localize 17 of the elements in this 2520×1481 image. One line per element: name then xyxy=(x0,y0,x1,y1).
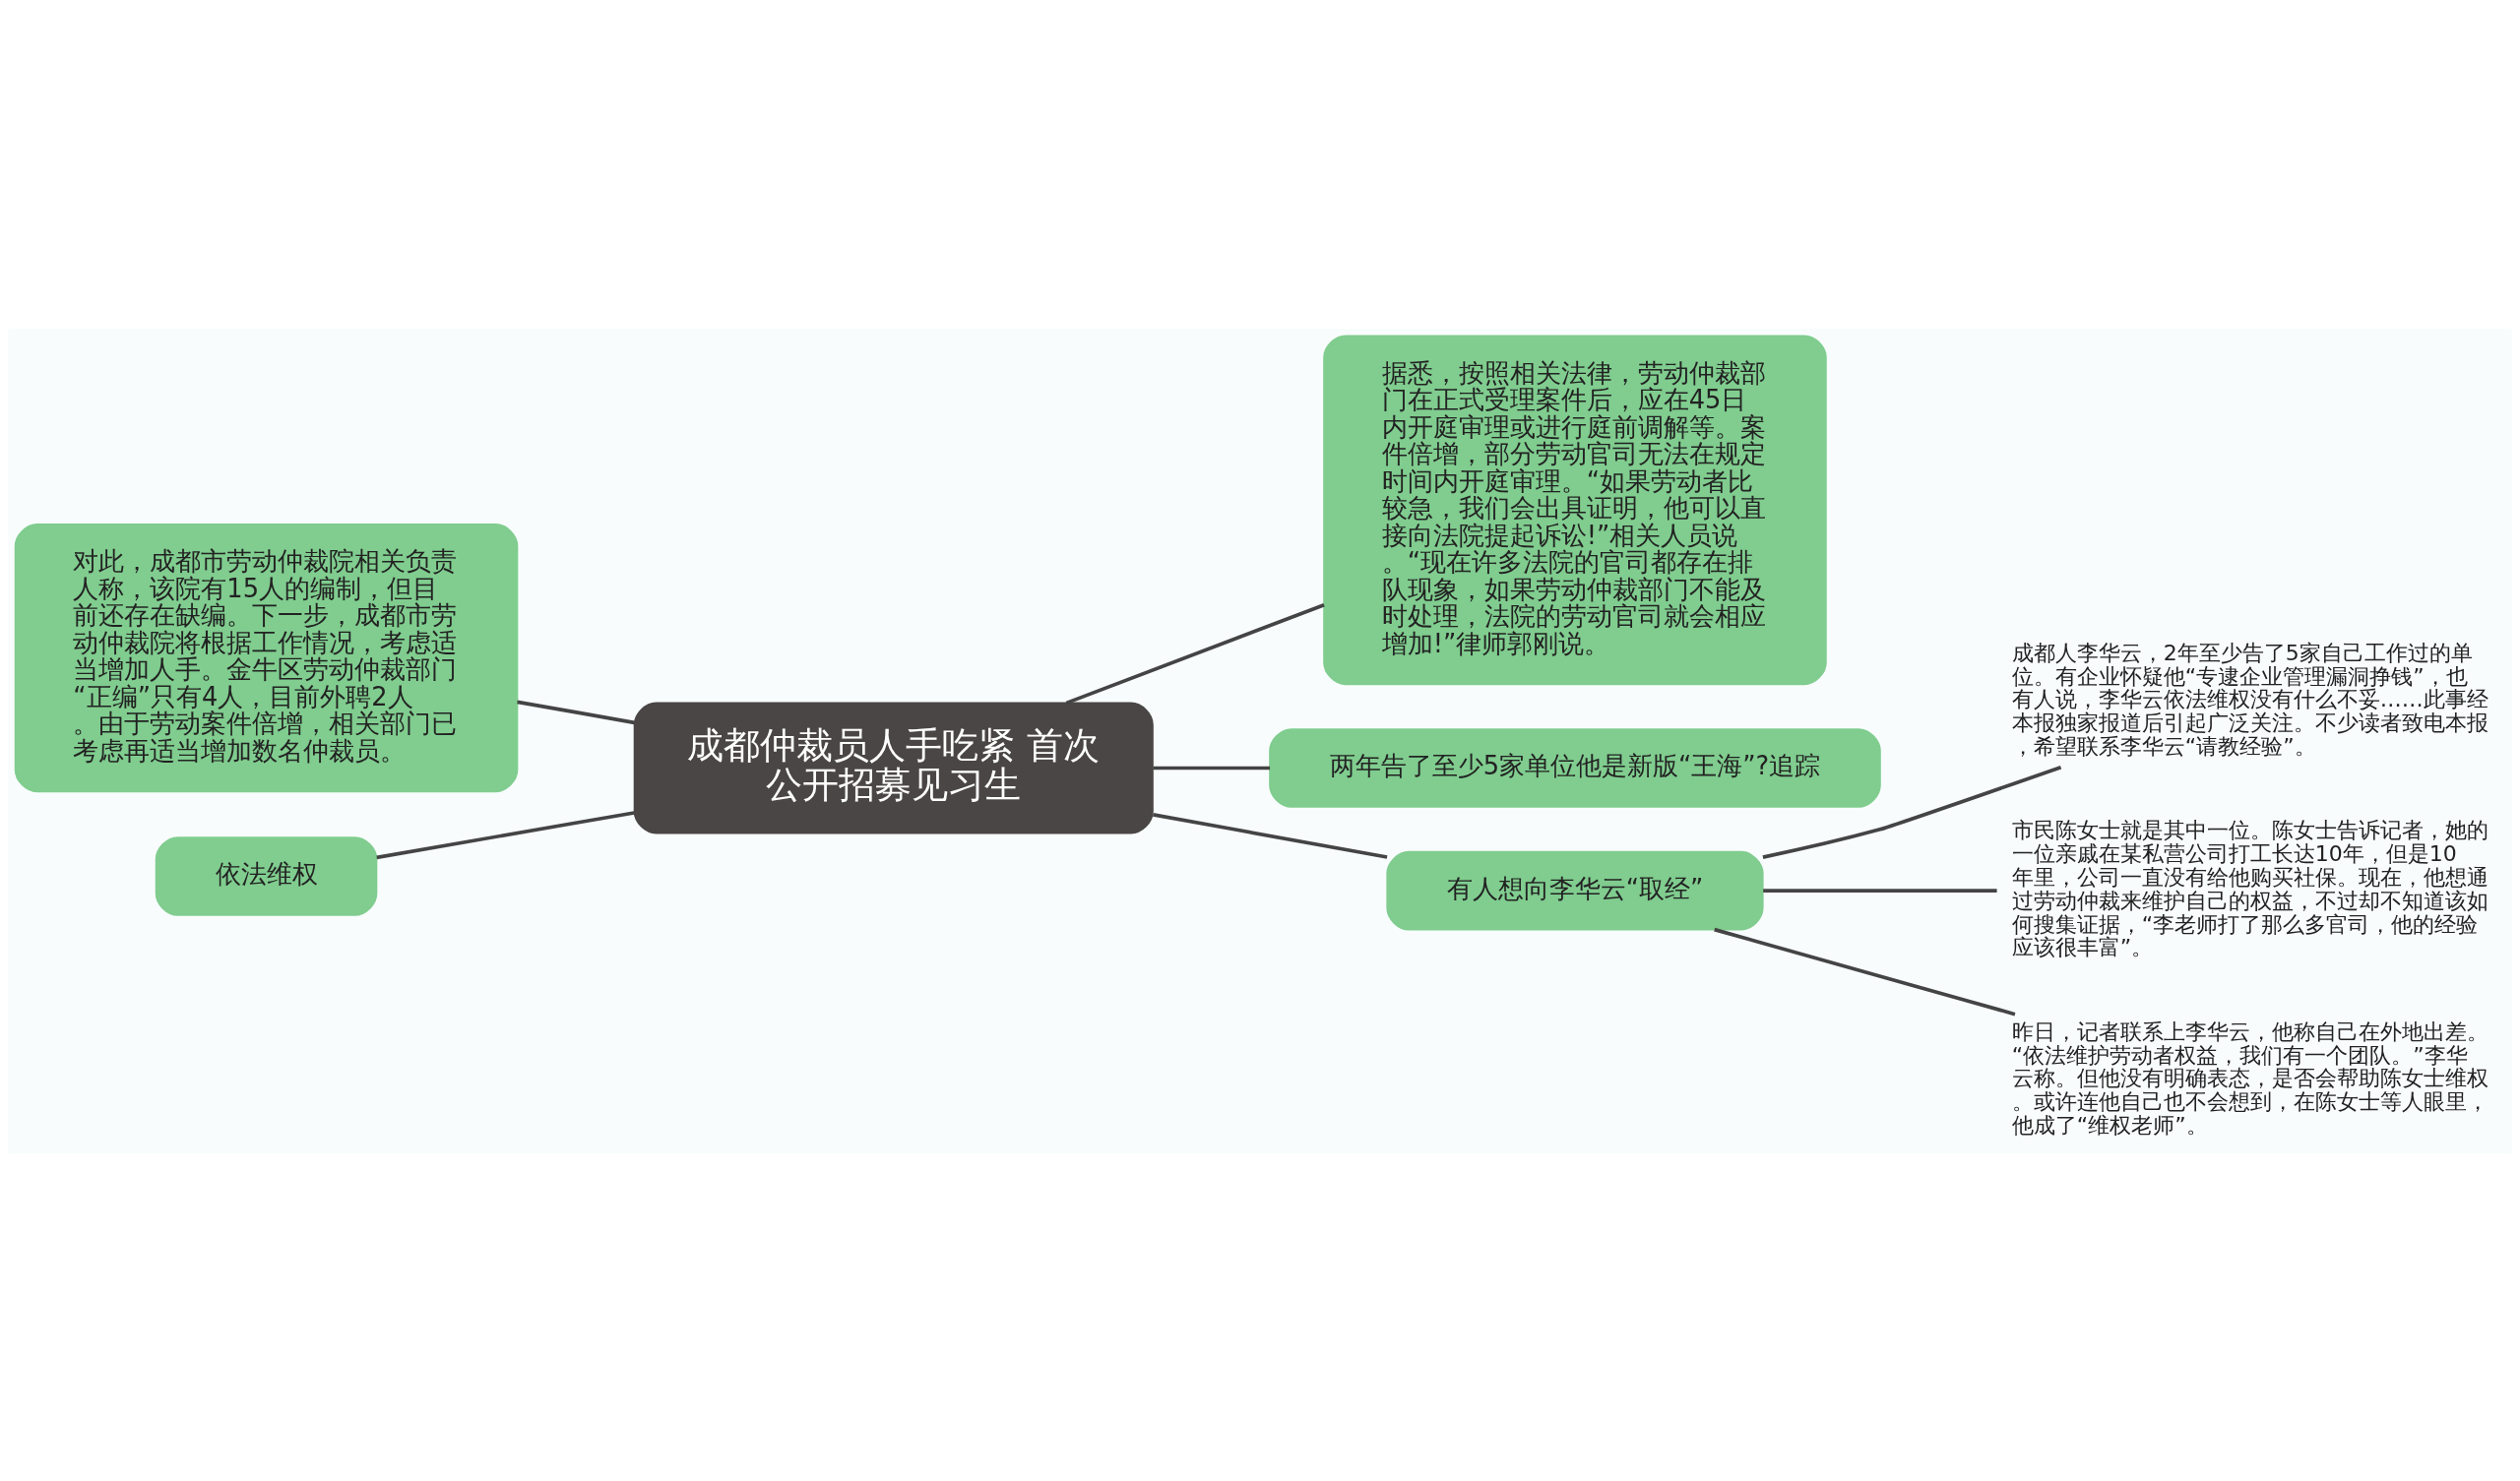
connector xyxy=(1153,812,1388,859)
node-box: 有人想向李华云“取经” xyxy=(1386,850,1764,931)
node-box: 两年告了至少5家单位他是新版“王海”?追踪 xyxy=(1269,727,1881,808)
connector xyxy=(1762,765,2062,859)
node-text: 昨日，记者联系上李华云，他称自己在外地出差。“依法维护劳动者权益，我们有一个团队。”李华云称。但他没有明确表态，是否会帮助陈女士维权。或许连他自己也不会想到，在陈女士等人眼里，他成了“维权老师”。 xyxy=(2011,1018,2488,1138)
node-box: 成都仲裁员人手吃紧 首次公开招募见习生 xyxy=(633,702,1154,833)
node-text: 市民陈女士就是其中一位。陈女士告诉记者，她的一位亲戚在某私营公司打工长达10年，但是10年里，公司一直没有给他购买社保。现在，他想通过劳动仲裁来维护自己的权益，不过却不知道该如何搜集证据，“李老师打了那么多官司，他的经验应该很丰富”。 xyxy=(2011,817,2488,959)
node-box: 对此，成都市劳动仲裁院相关负责人称，该院有15人的编制，但目前还存在缺编。下一步，成都市劳动仲裁院将根据工作情况，考虑适当增加人手。金牛区劳动仲裁部门“正编”只有4人，目前外聘2人。由于劳动案件倍增，相关部门已考虑再适当增加数名仲裁员。 xyxy=(14,523,519,792)
connector xyxy=(376,810,635,859)
connector xyxy=(1065,602,1325,705)
node-box: 据悉，按照相关法律，劳动仲裁部门在正式受理案件后，应在45日内开庭审理或进行庭前调解等。案件倍增，部分劳动官司无法在规定时间内开庭审理。“如果劳动者比较急，我们会出具证明，他可以直接向法院提起诉讼!”相关人员说。“现在许多法院的官司都存在排队现象，如果劳动仲裁部门不能及时处理，法院的劳动官司就会相应增加!”律师郭刚说。 xyxy=(1323,334,1827,685)
node-text: 成都人李华云，2年至少告了5家自己工作过的单位。有企业怀疑他“专逮企业管理漏洞挣钱”，也有人说，李华云依法维权没有什么不妥……此事经本报独家报道后引起广泛关注。不少读者致电本报，希望联系李华云“请教经验”。 xyxy=(2011,640,2488,759)
connector xyxy=(1763,888,1997,893)
node-box: 依法维权 xyxy=(155,835,378,916)
connector xyxy=(1153,766,1271,770)
connector xyxy=(1714,927,2016,1016)
connector xyxy=(517,700,635,724)
